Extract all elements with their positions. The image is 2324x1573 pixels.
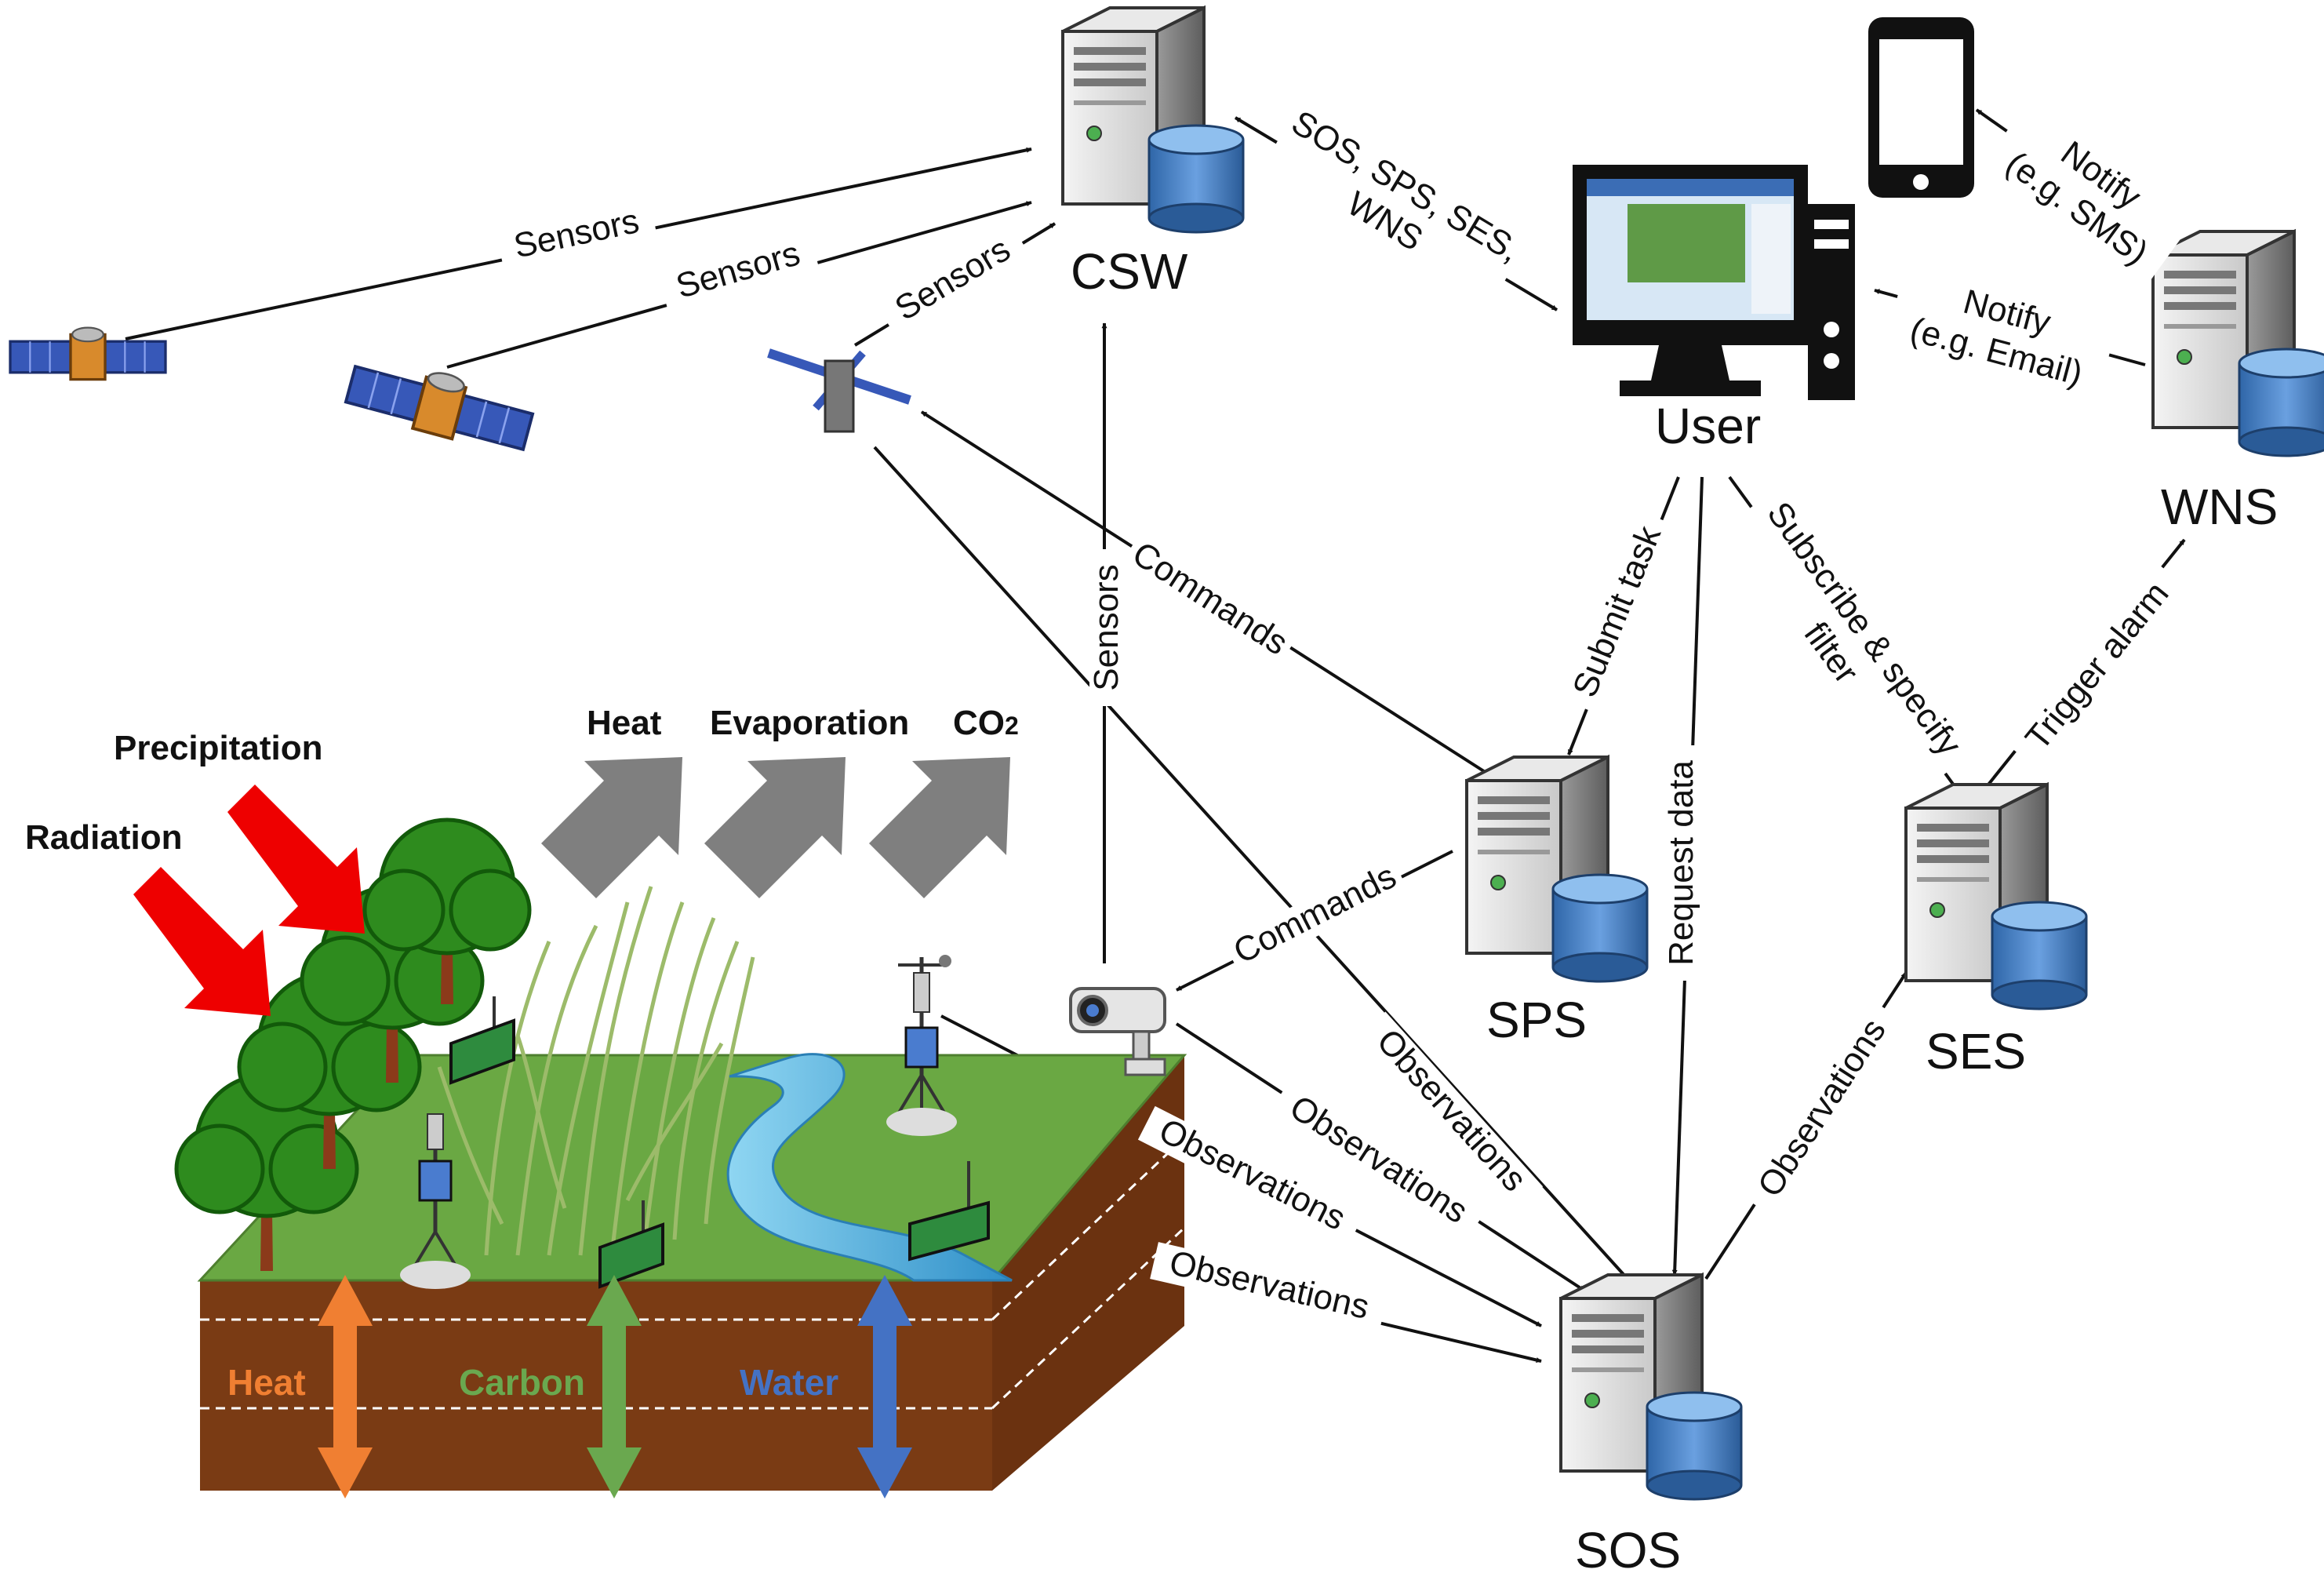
flux-arrow-icon bbox=[541, 757, 1010, 898]
edge-label-sensors: Sensors bbox=[511, 202, 642, 265]
soil-heat-label: Heat bbox=[227, 1362, 306, 1403]
soil-water-arrow bbox=[857, 1275, 912, 1498]
river bbox=[726, 1053, 1013, 1282]
edge-label-sensors-vertical: Sensors bbox=[1087, 564, 1126, 690]
edge-label-request-data: Request data bbox=[1662, 760, 1700, 966]
edge-label-sensors: Sensors bbox=[672, 234, 805, 306]
ses-label: SES bbox=[1926, 1023, 2026, 1080]
csw-server-icon bbox=[1061, 6, 1245, 234]
soil-front bbox=[200, 1280, 992, 1491]
logger-icon bbox=[598, 1200, 664, 1289]
soil-heat-arrow bbox=[318, 1275, 373, 1498]
edge-label-commands: Commands bbox=[1227, 857, 1402, 971]
logger-icon bbox=[449, 996, 515, 1085]
edge-satellite-sos bbox=[873, 446, 1629, 1280]
weather-station-icon bbox=[400, 1113, 471, 1289]
surveillance-camera-icon bbox=[1069, 987, 1166, 1076]
edge-label-trigger-alarm: Trigger alarm bbox=[2018, 574, 2177, 757]
evaporation-label: Evaporation bbox=[710, 704, 909, 742]
satellite-icon bbox=[767, 348, 911, 433]
edge-label-observations: Observations bbox=[1166, 1243, 1373, 1327]
ses-server-icon bbox=[1904, 783, 2088, 1010]
co2-label: CO2 bbox=[953, 704, 1019, 742]
soil-water-label: Water bbox=[740, 1362, 838, 1403]
soil-side bbox=[992, 1055, 1184, 1491]
tree-row bbox=[174, 817, 532, 1271]
landscape-block: Radiation Precipitation Heat Evaporation… bbox=[25, 704, 1187, 1498]
soil-carbon-label: Carbon bbox=[459, 1362, 585, 1403]
sos-server-icon bbox=[1559, 1273, 1743, 1501]
precipitation-label: Precipitation bbox=[114, 729, 323, 767]
sos-label: SOS bbox=[1575, 1522, 1681, 1573]
sps-server-icon bbox=[1465, 756, 1649, 983]
sps-label: SPS bbox=[1486, 992, 1587, 1048]
edge-label-observations: Observations bbox=[1751, 1012, 1893, 1203]
radiation-label: Radiation bbox=[25, 818, 182, 857]
csw-label: CSW bbox=[1071, 243, 1188, 300]
weather-station-icon bbox=[886, 955, 957, 1136]
soil-carbon-arrow bbox=[587, 1275, 642, 1498]
radiation-arrow-icon bbox=[133, 785, 365, 1016]
wns-server-icon bbox=[2151, 230, 2324, 457]
edge-label-sensors: Sensors bbox=[889, 230, 1017, 328]
desktop-computer-icon bbox=[1573, 165, 1855, 400]
heat-flux-label: Heat bbox=[587, 704, 662, 742]
edge-label-commands: Commands bbox=[1126, 534, 1294, 663]
user-label: User bbox=[1655, 398, 1761, 454]
smartphone-icon bbox=[1868, 17, 1974, 198]
crop-field bbox=[437, 886, 755, 1256]
edge-label-submit-task: Submit task bbox=[1566, 520, 1669, 702]
wns-label: WNS bbox=[2161, 479, 2278, 535]
logger-icon bbox=[908, 1161, 990, 1262]
satellite-icon bbox=[344, 351, 536, 457]
